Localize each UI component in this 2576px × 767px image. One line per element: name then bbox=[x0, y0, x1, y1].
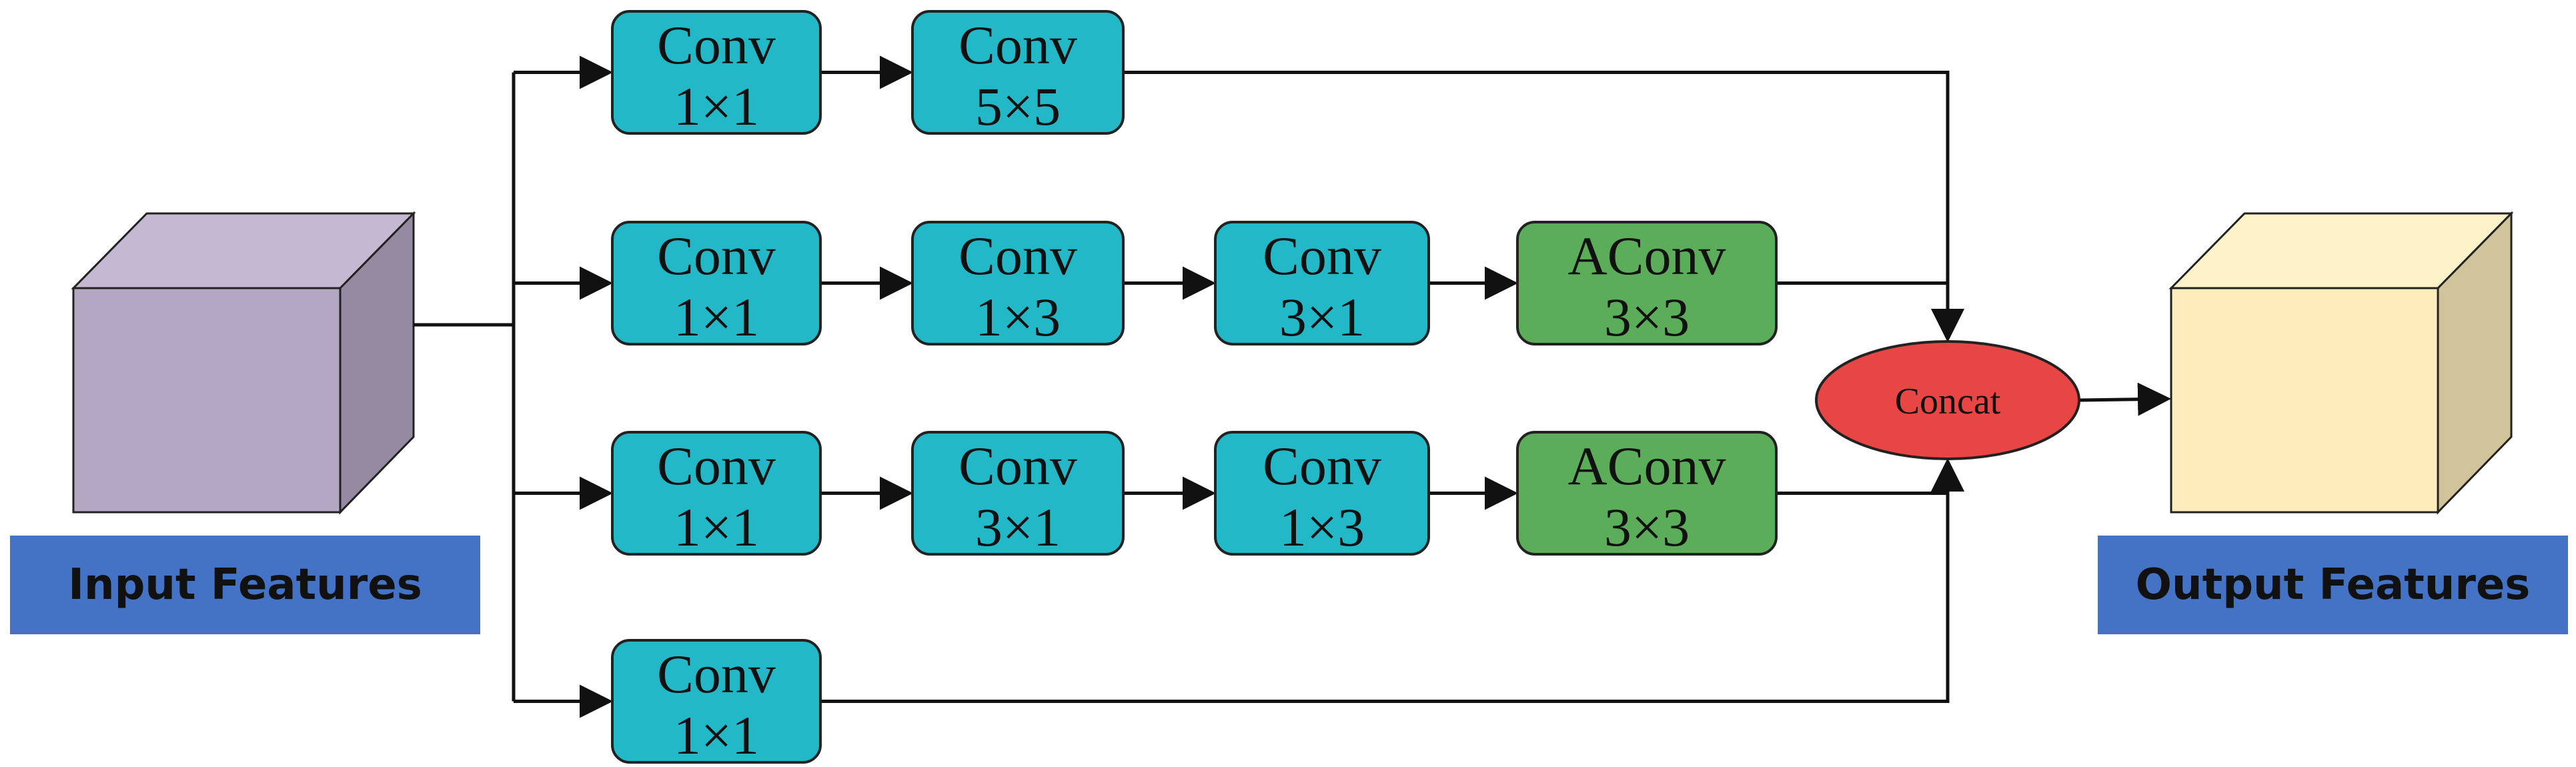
node-label-line2: 5×5 bbox=[975, 76, 1061, 137]
conv-box bbox=[911, 221, 1125, 345]
node-label-line2: 1×1 bbox=[674, 497, 759, 558]
node-label-line2: 1×1 bbox=[674, 705, 759, 766]
node-label-line2: 3×1 bbox=[975, 497, 1061, 558]
conv-box bbox=[611, 431, 822, 556]
output-cube-front bbox=[2170, 287, 2439, 514]
input-cube-front bbox=[72, 287, 342, 514]
conv-box bbox=[911, 431, 1125, 556]
node-label-line1: Conv bbox=[657, 225, 776, 286]
output-features-cube bbox=[2168, 211, 2514, 515]
conv-box bbox=[1214, 221, 1430, 345]
concat-ellipse bbox=[1815, 340, 2080, 460]
node-label-line1: Conv bbox=[657, 15, 776, 75]
input-features-label: Input Features bbox=[10, 536, 480, 634]
node-label-line1: Conv bbox=[657, 644, 776, 704]
node-label-line1: Conv bbox=[958, 15, 1077, 75]
aconv-box bbox=[1516, 431, 1778, 556]
branch-1-to-concat bbox=[1123, 71, 1964, 342]
branch-4-to-concat bbox=[820, 458, 1964, 703]
node-label-line1: Conv bbox=[657, 436, 776, 496]
node-label-line1: Conv bbox=[1263, 436, 1381, 496]
conv-box bbox=[611, 221, 822, 345]
node-label-line1: AConv bbox=[1568, 225, 1726, 286]
node-label-line1: Conv bbox=[1263, 225, 1381, 286]
conv-box bbox=[911, 10, 1125, 135]
node-label-line2: 3×3 bbox=[1604, 287, 1690, 347]
conv-box bbox=[1214, 431, 1430, 556]
concat-to-output-arrow bbox=[2078, 382, 2171, 416]
node-label-line1: Conv bbox=[958, 436, 1077, 496]
aconv-box bbox=[1516, 221, 1778, 345]
node-label-line2: 1×3 bbox=[1279, 497, 1365, 558]
concat-node: Concat bbox=[1815, 340, 2080, 460]
concat-label: Concat bbox=[1895, 381, 2001, 422]
output-features-label: Output Features bbox=[2098, 536, 2568, 634]
node-label-line2: 3×3 bbox=[1604, 497, 1690, 558]
node-label-line2: 1×1 bbox=[674, 76, 759, 137]
branch-3-to-concat bbox=[1776, 458, 1964, 495]
conv-box bbox=[611, 639, 822, 764]
operation-nodes: Conv1×1Conv5×5Conv1×1Conv1×3Conv3×1AConv… bbox=[611, 10, 1778, 766]
connector-lines bbox=[414, 55, 2171, 718]
node-label-line2: 1×3 bbox=[975, 287, 1061, 347]
conv-box bbox=[611, 10, 822, 135]
node-label-line1: Conv bbox=[958, 225, 1077, 286]
node-label-line1: AConv bbox=[1568, 436, 1726, 496]
node-label-line2: 3×1 bbox=[1279, 287, 1365, 347]
input-features-cube bbox=[71, 211, 416, 515]
node-label-line2: 1×1 bbox=[674, 287, 759, 347]
branch-2-to-concat bbox=[1776, 281, 1964, 342]
